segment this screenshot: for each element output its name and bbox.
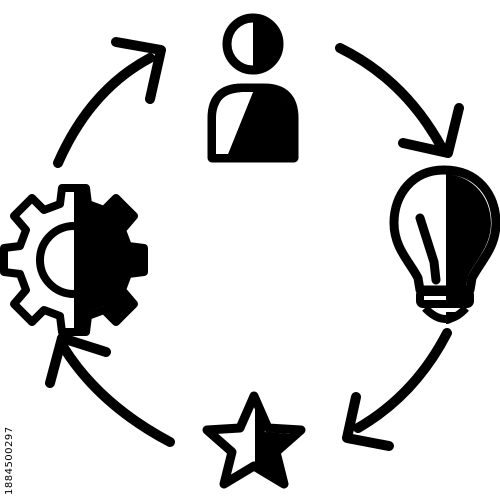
star-icon — [202, 391, 306, 489]
person-icon — [207, 13, 299, 163]
arrow-bottom-left-icon — [45, 333, 175, 447]
arrow-top-left-icon — [53, 37, 166, 168]
image-id-label: 1884500297 — [4, 426, 15, 495]
lightbulb-icon — [389, 165, 500, 324]
arrow-bottom-right-icon — [342, 328, 452, 451]
gear-icon — [0, 184, 148, 336]
arrow-top-right-icon — [335, 43, 464, 158]
